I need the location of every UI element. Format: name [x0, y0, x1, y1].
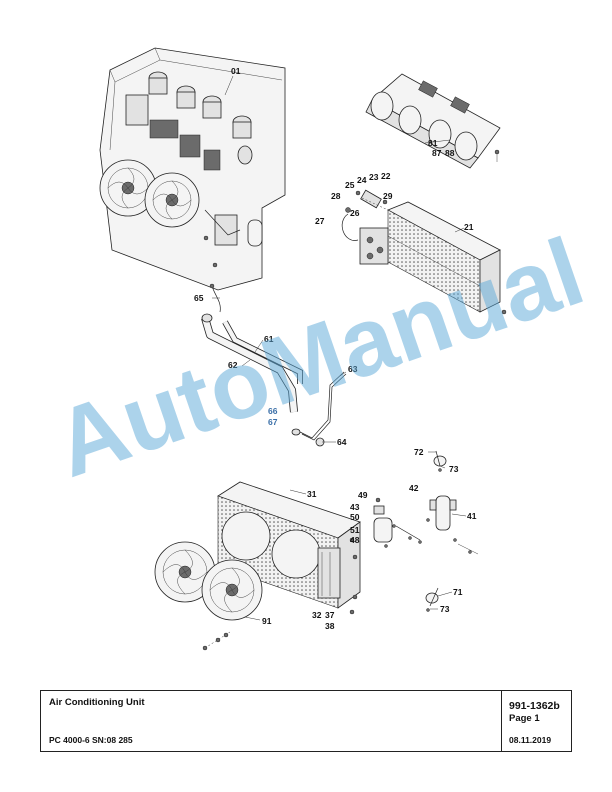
- switch-group-72: [433, 450, 447, 472]
- callout-73-lower: 73: [440, 604, 450, 614]
- callout-66: 66: [268, 406, 278, 416]
- callout-62: 62: [228, 360, 238, 370]
- callout-48: 48: [350, 535, 360, 545]
- callout-labels: 01 21 22 23 24 25 26 27 28 29 81 87 88 6…: [194, 66, 477, 631]
- document-date: 08.11.2019: [509, 735, 552, 745]
- receiver-drier-group: [373, 497, 422, 548]
- callout-73-upper: 73: [449, 464, 459, 474]
- callout-87: 87: [432, 148, 442, 158]
- expansion-valve-group: [341, 189, 389, 241]
- blower-assembly: [365, 73, 501, 169]
- refrigerant-hoses: [201, 283, 347, 447]
- callout-26: 26: [350, 208, 360, 218]
- callout-32: 32: [312, 610, 322, 620]
- callout-67: 67: [268, 417, 278, 427]
- callout-43: 43: [350, 502, 360, 512]
- callout-71: 71: [453, 587, 463, 597]
- switch-group-71: [425, 587, 439, 612]
- callout-88: 88: [445, 148, 455, 158]
- callout-49: 49: [358, 490, 368, 500]
- callout-22: 22: [381, 171, 391, 181]
- callout-51: 51: [350, 525, 360, 535]
- callout-25: 25: [345, 180, 355, 190]
- callout-27: 27: [315, 216, 325, 226]
- callout-61: 61: [264, 334, 274, 344]
- ac-housing-assembly: [99, 47, 286, 291]
- callout-41: 41: [467, 511, 477, 521]
- evaporator-core: [359, 201, 507, 315]
- callout-63: 63: [348, 364, 358, 374]
- title-block: Air Conditioning Unit PC 4000-6 SN:08 28…: [40, 690, 572, 752]
- callout-28: 28: [331, 191, 341, 201]
- callout-64: 64: [337, 437, 347, 447]
- drawing-number: 991-1362b: [509, 700, 560, 712]
- callout-23: 23: [369, 172, 379, 182]
- title-block-divider: [501, 691, 502, 751]
- callout-72: 72: [414, 447, 424, 457]
- callout-38: 38: [325, 621, 335, 631]
- callout-65: 65: [194, 293, 204, 303]
- callout-leaders: [212, 75, 467, 621]
- condenser-fans: [154, 541, 263, 651]
- callout-42: 42: [409, 483, 419, 493]
- condenser-unit: [217, 481, 361, 615]
- callout-37: 37: [325, 610, 335, 620]
- callout-50: 50: [350, 512, 360, 522]
- callout-01: 01: [231, 66, 241, 76]
- machine-model: PC 4000-6 SN:08 285: [49, 735, 133, 745]
- receiver-bottle-group: [426, 495, 479, 555]
- watermark: AutoManual: [42, 218, 596, 498]
- callout-81: 81: [428, 138, 438, 148]
- callout-21: 21: [464, 222, 474, 232]
- page-number: Page 1: [509, 713, 540, 724]
- callout-24: 24: [357, 175, 367, 185]
- callout-91: 91: [262, 616, 272, 626]
- document-title: Air Conditioning Unit: [49, 697, 145, 708]
- callout-29: 29: [383, 191, 393, 201]
- callout-31: 31: [307, 489, 317, 499]
